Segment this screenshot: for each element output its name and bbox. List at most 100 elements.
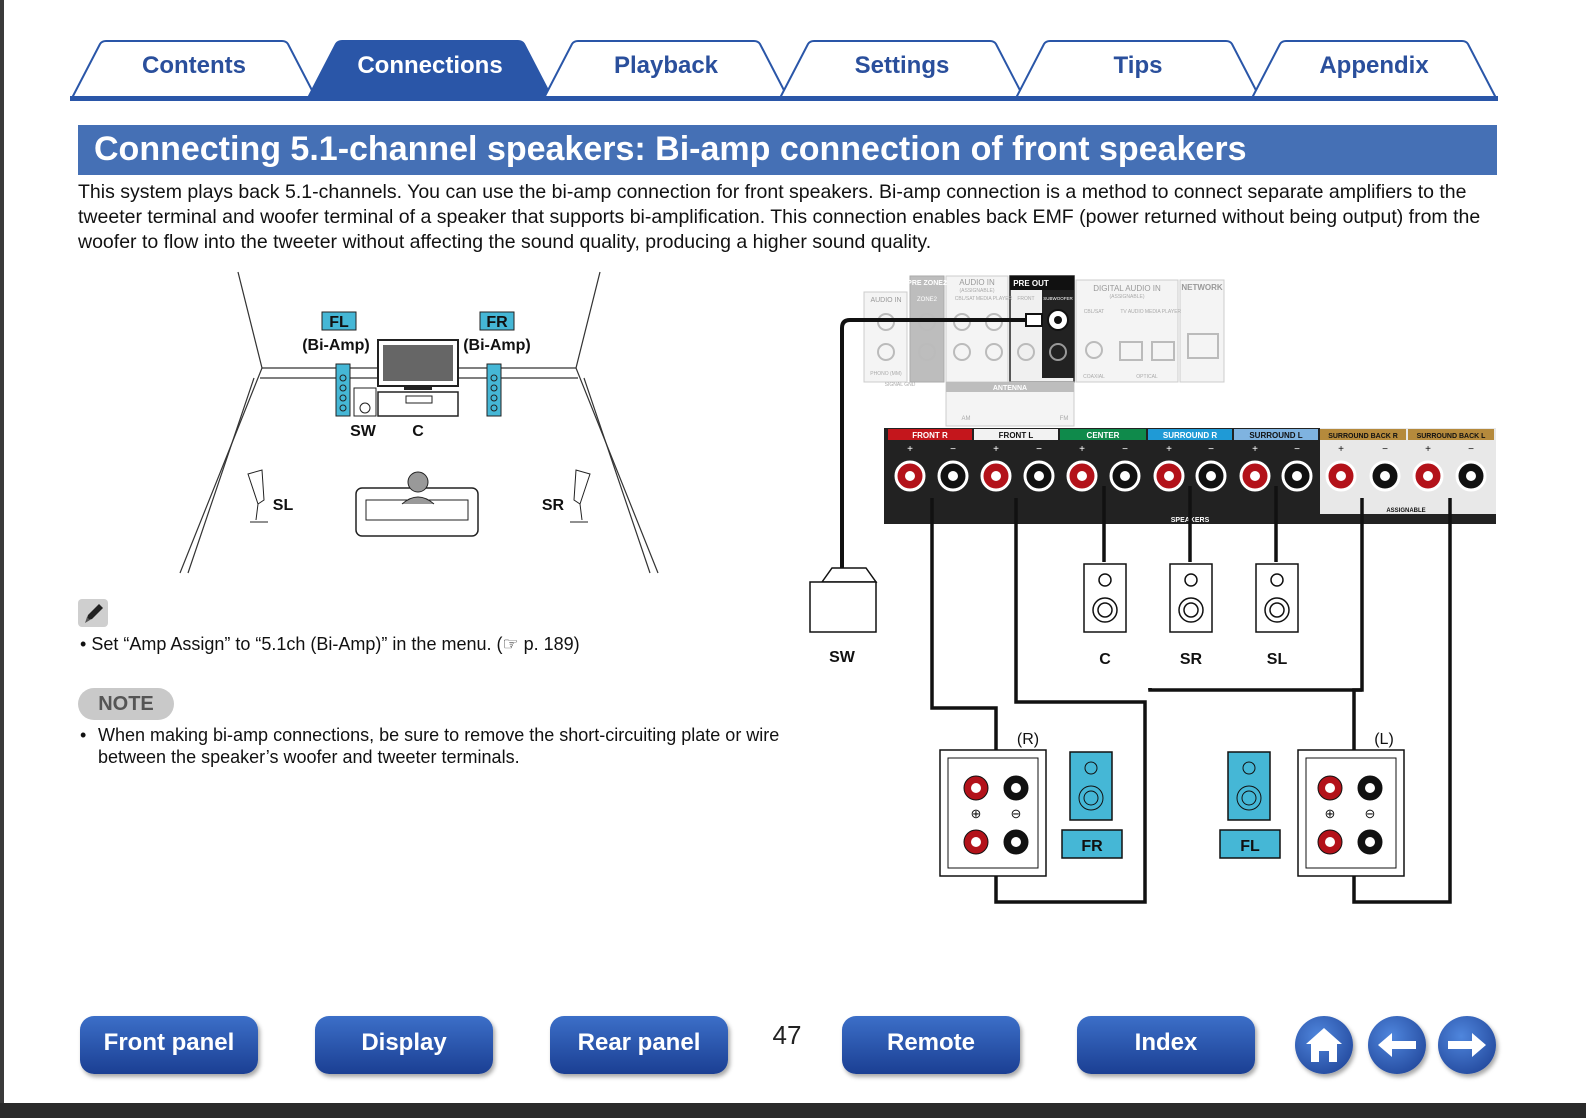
- pencil-memo-icon: [78, 599, 108, 627]
- fr-label: FR: [486, 314, 508, 331]
- intro-paragraph: This system plays back 5.1-channels. You…: [78, 181, 1481, 253]
- button-label: Index: [1134, 1029, 1198, 1056]
- page-number: 47: [772, 1020, 802, 1050]
- svg-text:−: −: [1294, 444, 1300, 455]
- memo-text: Set “Amp Assign” to “5.1ch (Bi-Amp)” in …: [91, 634, 503, 654]
- fl-biamp-label: (Bi-Amp): [302, 337, 370, 354]
- svg-text:+: +: [907, 444, 913, 455]
- home-icon: [1306, 1028, 1342, 1062]
- sr-label: SR: [1180, 651, 1203, 668]
- note-item: • When making bi-amp connections, be sur…: [80, 724, 788, 768]
- sw-label: SW: [350, 423, 377, 440]
- sr-speaker-icon: [573, 469, 591, 505]
- memo-line: • Set “Amp Assign” to “5.1ch (Bi-Amp)” i…: [80, 634, 580, 655]
- page-ref-link[interactable]: p. 189): [518, 634, 580, 654]
- button-label: Rear panel: [577, 1029, 701, 1056]
- note-text: When making bi-amp connections, be sure …: [98, 725, 780, 767]
- pre-out-label: PRE OUT: [1013, 279, 1049, 288]
- page-bottom-border: [0, 1103, 1586, 1118]
- front-l-label: FRONT L: [999, 431, 1034, 440]
- svg-text:−: −: [1468, 444, 1474, 455]
- arrow-left-icon: [1378, 1033, 1416, 1057]
- tv-audio-label: TV AUDIO: [1120, 309, 1143, 315]
- tab-tips[interactable]: Tips: [1014, 40, 1262, 98]
- tab-label: Connections: [357, 52, 503, 79]
- fl-terminal-box: ⊕ ⊖: [1297, 749, 1405, 877]
- room-layout-diagram: FL (Bi-Amp) FR (Bi-Amp) SW C SL SR: [179, 271, 659, 574]
- tab-label: Tips: [1113, 52, 1163, 79]
- tab-label: Playback: [613, 52, 719, 79]
- optical-label: OPTICAL: [1136, 374, 1158, 380]
- cbl-sat-label: CBL/SAT: [955, 296, 975, 302]
- arrow-right-icon: [1448, 1033, 1486, 1057]
- channel-headers: FRONT R FRONT L CENTER SURROUND R SURROU…: [888, 429, 1494, 440]
- surround-r-label: SURROUND R: [1163, 431, 1217, 440]
- listener-icon: [407, 471, 429, 493]
- front-r-label: FRONT R: [912, 431, 948, 440]
- svg-text:+: +: [1079, 444, 1085, 455]
- index-button[interactable]: Index: [1077, 1016, 1255, 1074]
- back-button[interactable]: [1368, 1016, 1426, 1074]
- section-heading: Connecting 5.1-channel speakers: Bi-amp …: [78, 125, 1497, 175]
- media-player-label: MEDIA PLAYER: [976, 296, 1013, 302]
- svg-text:−: −: [1208, 444, 1214, 455]
- sw-label: SW: [829, 649, 856, 666]
- fl-label: FL: [1240, 838, 1260, 855]
- center-label: CENTER: [1087, 431, 1120, 440]
- remote-button[interactable]: Remote: [842, 1016, 1020, 1074]
- svg-text:+: +: [993, 444, 999, 455]
- tab-contents[interactable]: Contents: [70, 40, 318, 98]
- surround-back-l-label: SURROUND BACK L: [1417, 433, 1487, 440]
- svg-text:+: +: [1166, 444, 1172, 455]
- c-label: C: [1099, 651, 1111, 668]
- left-channel-label: (L): [1374, 731, 1394, 748]
- svg-text:+: +: [1425, 444, 1431, 455]
- tab-label: Settings: [854, 52, 950, 79]
- note-badge: NOTE: [78, 688, 174, 720]
- sl-label: SL: [1267, 651, 1288, 668]
- tab-settings[interactable]: Settings: [778, 40, 1026, 98]
- fr-label: FR: [1081, 838, 1103, 855]
- bullet: •: [80, 725, 87, 745]
- home-button[interactable]: [1295, 1016, 1353, 1074]
- plus-icon: ⊕: [1325, 806, 1336, 821]
- button-label: Display: [361, 1029, 447, 1056]
- tab-connections[interactable]: Connections: [306, 40, 554, 98]
- speaker-terminals: +−+− +−+− +− +−+−: [894, 444, 1487, 492]
- subwoofer-icon: [353, 387, 377, 417]
- fl-label: FL: [329, 314, 349, 331]
- audio-in-assignable-label: AUDIO IN: [959, 278, 995, 287]
- sr-label: SR: [542, 497, 565, 514]
- display-button[interactable]: Display: [315, 1016, 493, 1074]
- page-left-border: [0, 0, 4, 1118]
- fl-speaker-icon: [335, 363, 351, 417]
- tab-underline: [70, 96, 1498, 101]
- bullet: •: [80, 634, 87, 654]
- tab-label: Appendix: [1319, 52, 1429, 79]
- tab-bar: Contents Connections Playback Settings T…: [70, 40, 1498, 102]
- svg-text:+: +: [1338, 444, 1344, 455]
- coaxial-label: COAXIAL: [1083, 374, 1105, 380]
- sl-label: SL: [273, 497, 294, 514]
- fr-speaker-icon: [486, 363, 502, 417]
- antenna-label: ANTENNA: [993, 385, 1027, 392]
- subwoofer-preout-label: SUBWOOFER: [1043, 296, 1073, 301]
- heading-text: Connecting 5.1-channel speakers: Bi-amp …: [94, 130, 1247, 168]
- assignable-label: (ASSIGNABLE): [959, 288, 994, 294]
- digital-audio-in-label: DIGITAL AUDIO IN: [1093, 284, 1161, 293]
- pre-zone2-label: PRE ZONE2: [907, 280, 947, 287]
- fr-biamp-label: (Bi-Amp): [463, 337, 531, 354]
- network-label: NETWORK: [1181, 283, 1223, 292]
- front-panel-button[interactable]: Front panel: [80, 1016, 258, 1074]
- digital-cbl-sat-label: CBL/SAT: [1084, 309, 1104, 315]
- tab-appendix[interactable]: Appendix: [1250, 40, 1498, 98]
- button-label: Front panel: [103, 1029, 235, 1056]
- button-label: Remote: [886, 1029, 976, 1056]
- forward-button[interactable]: [1438, 1016, 1496, 1074]
- svg-text:+: +: [1252, 444, 1258, 455]
- phono-label: PHONO (MM): [870, 371, 902, 377]
- rear-panel-button[interactable]: Rear panel: [550, 1016, 728, 1074]
- audio-in-label: AUDIO IN: [870, 297, 901, 304]
- zone2-label: ZONE2: [917, 297, 938, 303]
- tab-playback[interactable]: Playback: [542, 40, 790, 98]
